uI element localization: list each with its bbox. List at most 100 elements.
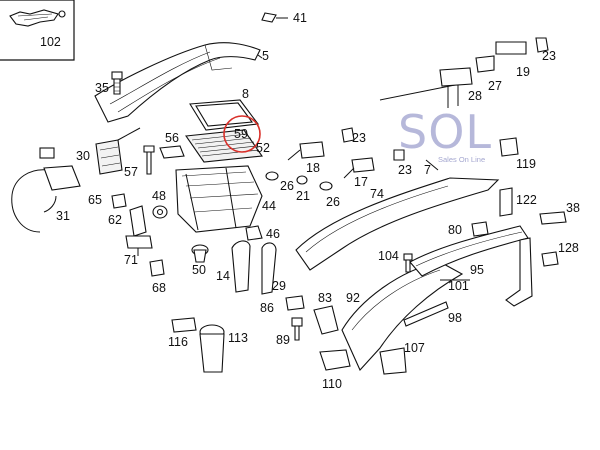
part-48-nut: [152, 205, 168, 219]
label-38: 38: [566, 201, 580, 215]
label-119: 119: [516, 157, 536, 171]
part-8-filter-frame: [189, 99, 260, 131]
label-31: 31: [56, 209, 70, 223]
label-44: 44: [262, 199, 276, 213]
part-23-clip-lower: [393, 149, 405, 161]
part-5-air-duct: [94, 42, 263, 123]
part-89-screw: [291, 317, 303, 341]
label-27: 27: [488, 79, 502, 93]
part-83-bracket: [313, 305, 339, 335]
part-50-grommet: [191, 244, 209, 263]
label-28: 28: [468, 89, 482, 103]
part-119-clip: [499, 137, 519, 157]
part-110-bracket: [319, 349, 351, 371]
part-17-actuator: [343, 157, 375, 179]
label-52: 52: [256, 141, 270, 155]
label-41: 41: [293, 11, 307, 25]
label-21: 21: [296, 189, 310, 203]
label-18: 18: [306, 161, 320, 175]
label-128: 128: [558, 241, 579, 255]
label-113: 113: [228, 331, 248, 345]
part-80-clip: [471, 221, 489, 237]
watermark: SOL Sales On Line: [398, 105, 491, 164]
label-110: 110: [322, 377, 342, 391]
part-116-clip: [171, 317, 197, 333]
part-86-clip: [285, 295, 305, 311]
label-29: 29: [272, 279, 286, 293]
part-31-sensor: [11, 147, 81, 233]
part-107-bracket: [379, 347, 407, 375]
label-83: 83: [318, 291, 332, 305]
part-41-clip: [261, 12, 288, 23]
part-14-hose: [231, 240, 251, 293]
label-56: 56: [165, 131, 179, 145]
label-102: 102: [40, 35, 61, 49]
part-65-clip: [111, 193, 127, 209]
label-62: 62: [108, 213, 122, 227]
label-23-lower: 23: [398, 163, 412, 177]
label-65: 65: [88, 193, 102, 207]
part-104-screw: [403, 253, 413, 273]
label-19: 19: [516, 65, 530, 79]
label-7: 7: [424, 163, 431, 177]
label-92: 92: [346, 291, 360, 305]
part-74-channel: [295, 177, 500, 271]
part-18-actuator: [287, 141, 325, 161]
part-7-clip: [425, 159, 439, 171]
part-113-hose: [199, 324, 225, 373]
part-labels: 102 41 5 35 8 59 30 56 52 57 31 65 48 44…: [40, 11, 580, 391]
label-23-mid: 23: [352, 131, 366, 145]
part-29-hose: [261, 242, 277, 295]
label-50: 50: [192, 263, 206, 277]
label-59: 59: [234, 127, 248, 141]
label-101: 101: [448, 279, 469, 293]
label-8: 8: [242, 87, 249, 101]
part-122-pipe: [499, 187, 533, 307]
label-5: 5: [262, 49, 269, 63]
part-62-bracket: [129, 205, 147, 237]
part-56-clip: [159, 145, 185, 159]
label-104: 104: [378, 249, 399, 263]
part-30-grommet: [95, 127, 141, 175]
watermark-tagline: Sales On Line: [438, 155, 485, 164]
label-74: 74: [370, 187, 384, 201]
part-19-connector: [475, 41, 527, 73]
label-107: 107: [404, 341, 425, 355]
label-71: 71: [124, 253, 138, 267]
label-89: 89: [276, 333, 290, 347]
part-128-clip: [541, 251, 559, 267]
part-57-screw: [143, 145, 155, 175]
part-71-bracket: [125, 235, 153, 256]
label-35: 35: [95, 81, 109, 95]
label-68: 68: [152, 281, 166, 295]
part-26-grommet-a: [265, 171, 279, 181]
label-30: 30: [76, 149, 90, 163]
part-38-clip: [539, 211, 567, 225]
part-23-clip-mid: [341, 127, 355, 143]
part-46-clip: [245, 225, 263, 241]
label-48: 48: [152, 189, 166, 203]
part-26-grommet-b: [319, 181, 333, 191]
label-95: 95: [470, 263, 484, 277]
part-44-housing: [175, 165, 263, 233]
label-26-a: 26: [280, 179, 294, 193]
label-86: 86: [260, 301, 274, 315]
part-27-bracket: [439, 67, 473, 87]
inset-box-102: [0, 0, 75, 61]
label-122: 122: [516, 193, 537, 207]
label-23-top: 23: [542, 49, 556, 63]
label-26-b: 26: [326, 195, 340, 209]
label-98: 98: [448, 311, 462, 325]
part-35-bolt: [111, 71, 123, 95]
part-98-trim: [403, 301, 449, 327]
highlight-circle-59: [223, 115, 261, 153]
part-95-rail: [409, 225, 529, 277]
label-57: 57: [124, 165, 138, 179]
label-116: 116: [168, 335, 188, 349]
label-46: 46: [266, 227, 280, 241]
part-92-panel: [341, 261, 464, 371]
label-14: 14: [216, 269, 230, 283]
label-80: 80: [448, 223, 462, 237]
part-68-clip: [149, 259, 165, 277]
